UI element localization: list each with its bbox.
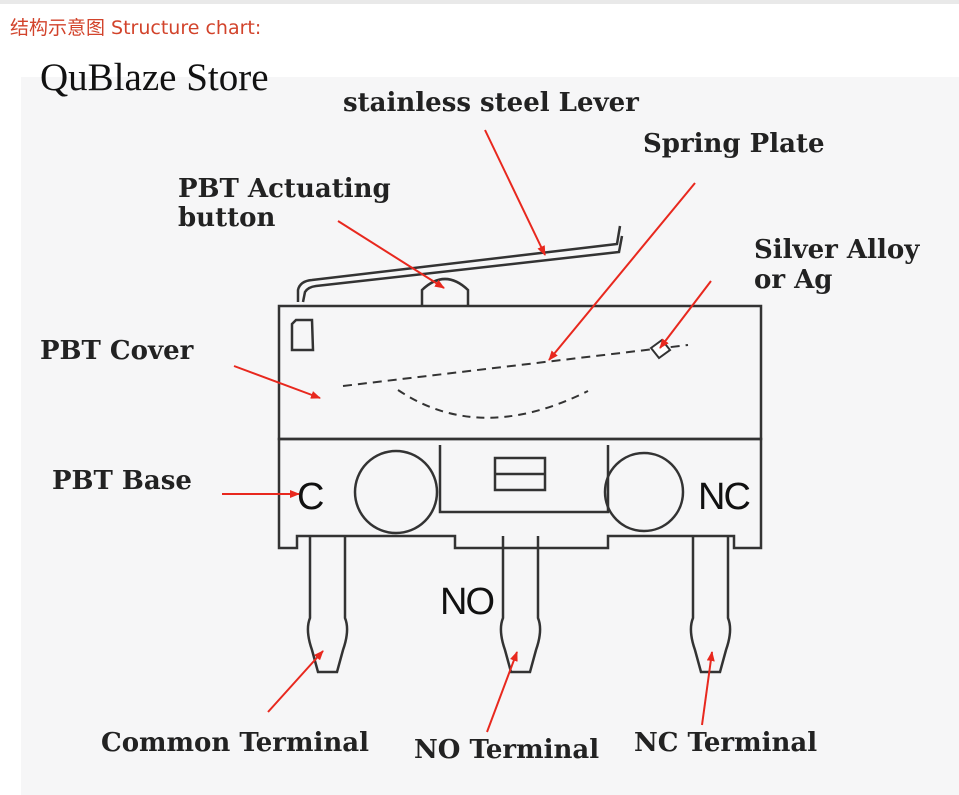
label-actuating-button-2: button — [178, 203, 275, 233]
label-pbt-cover: PBT Cover — [40, 336, 194, 366]
mount-hole-left — [353, 449, 439, 535]
base-recess — [438, 445, 610, 514]
label-nc-terminal: NC Terminal — [634, 728, 817, 758]
arrow-no-terminal — [486, 651, 518, 733]
lever — [296, 225, 624, 303]
label-actuating-button-1: PBT Actuating — [178, 174, 391, 204]
top-border — [0, 0, 959, 4]
arrow-silver-alloy — [659, 280, 712, 349]
arrow-spring-plate — [548, 182, 696, 361]
mount-hole-right — [603, 451, 685, 533]
spring-plate — [342, 344, 689, 387]
label-lever: stainless steel Lever — [343, 88, 639, 118]
label-no-terminal: NO Terminal — [414, 735, 599, 765]
diagram-panel — [21, 77, 959, 795]
store-watermark: QuBlaze Store — [40, 56, 269, 99]
label-spring-plate: Spring Plate — [643, 129, 825, 159]
arrow-nc-terminal — [701, 651, 715, 726]
c-mark: C — [297, 476, 323, 518]
pbt-cover — [277, 304, 763, 441]
label-common-terminal: Common Terminal — [101, 728, 369, 758]
arrow-common-terminal — [267, 650, 324, 713]
pbt-base — [277, 437, 763, 550]
label-silver-alloy-2: or Ag — [754, 265, 832, 295]
arrow-pbt-cover — [233, 365, 321, 399]
arrow-lever — [484, 129, 546, 256]
nc-pin — [689, 536, 732, 674]
arrow-actuating-button — [337, 220, 445, 289]
no-pin — [499, 536, 542, 674]
no-mark: NO — [440, 581, 493, 623]
common-pin — [306, 536, 349, 674]
page-title: 结构示意图 Structure chart: — [10, 17, 262, 39]
actuating-button — [420, 277, 470, 306]
nc-mark: NC — [698, 476, 749, 518]
label-silver-alloy-1: Silver Alloy — [754, 235, 920, 265]
cover-latch — [290, 318, 315, 352]
spring-plate-curve — [397, 389, 589, 419]
label-pbt-base: PBT Base — [52, 466, 192, 496]
silver-contact — [649, 338, 672, 360]
